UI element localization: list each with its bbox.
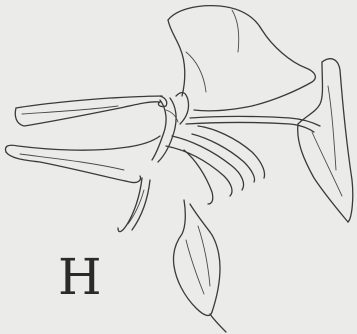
figure-label: H xyxy=(58,252,102,302)
upper-hood xyxy=(168,6,315,111)
lateral-arms xyxy=(166,126,265,204)
left-lower-sepal xyxy=(118,178,150,232)
right-petal xyxy=(298,59,353,222)
labellum xyxy=(173,200,226,332)
central-stalk xyxy=(152,93,189,162)
connecting-stem xyxy=(186,117,320,133)
lower-left-spur xyxy=(6,136,161,183)
upper-left-spur xyxy=(15,96,166,126)
